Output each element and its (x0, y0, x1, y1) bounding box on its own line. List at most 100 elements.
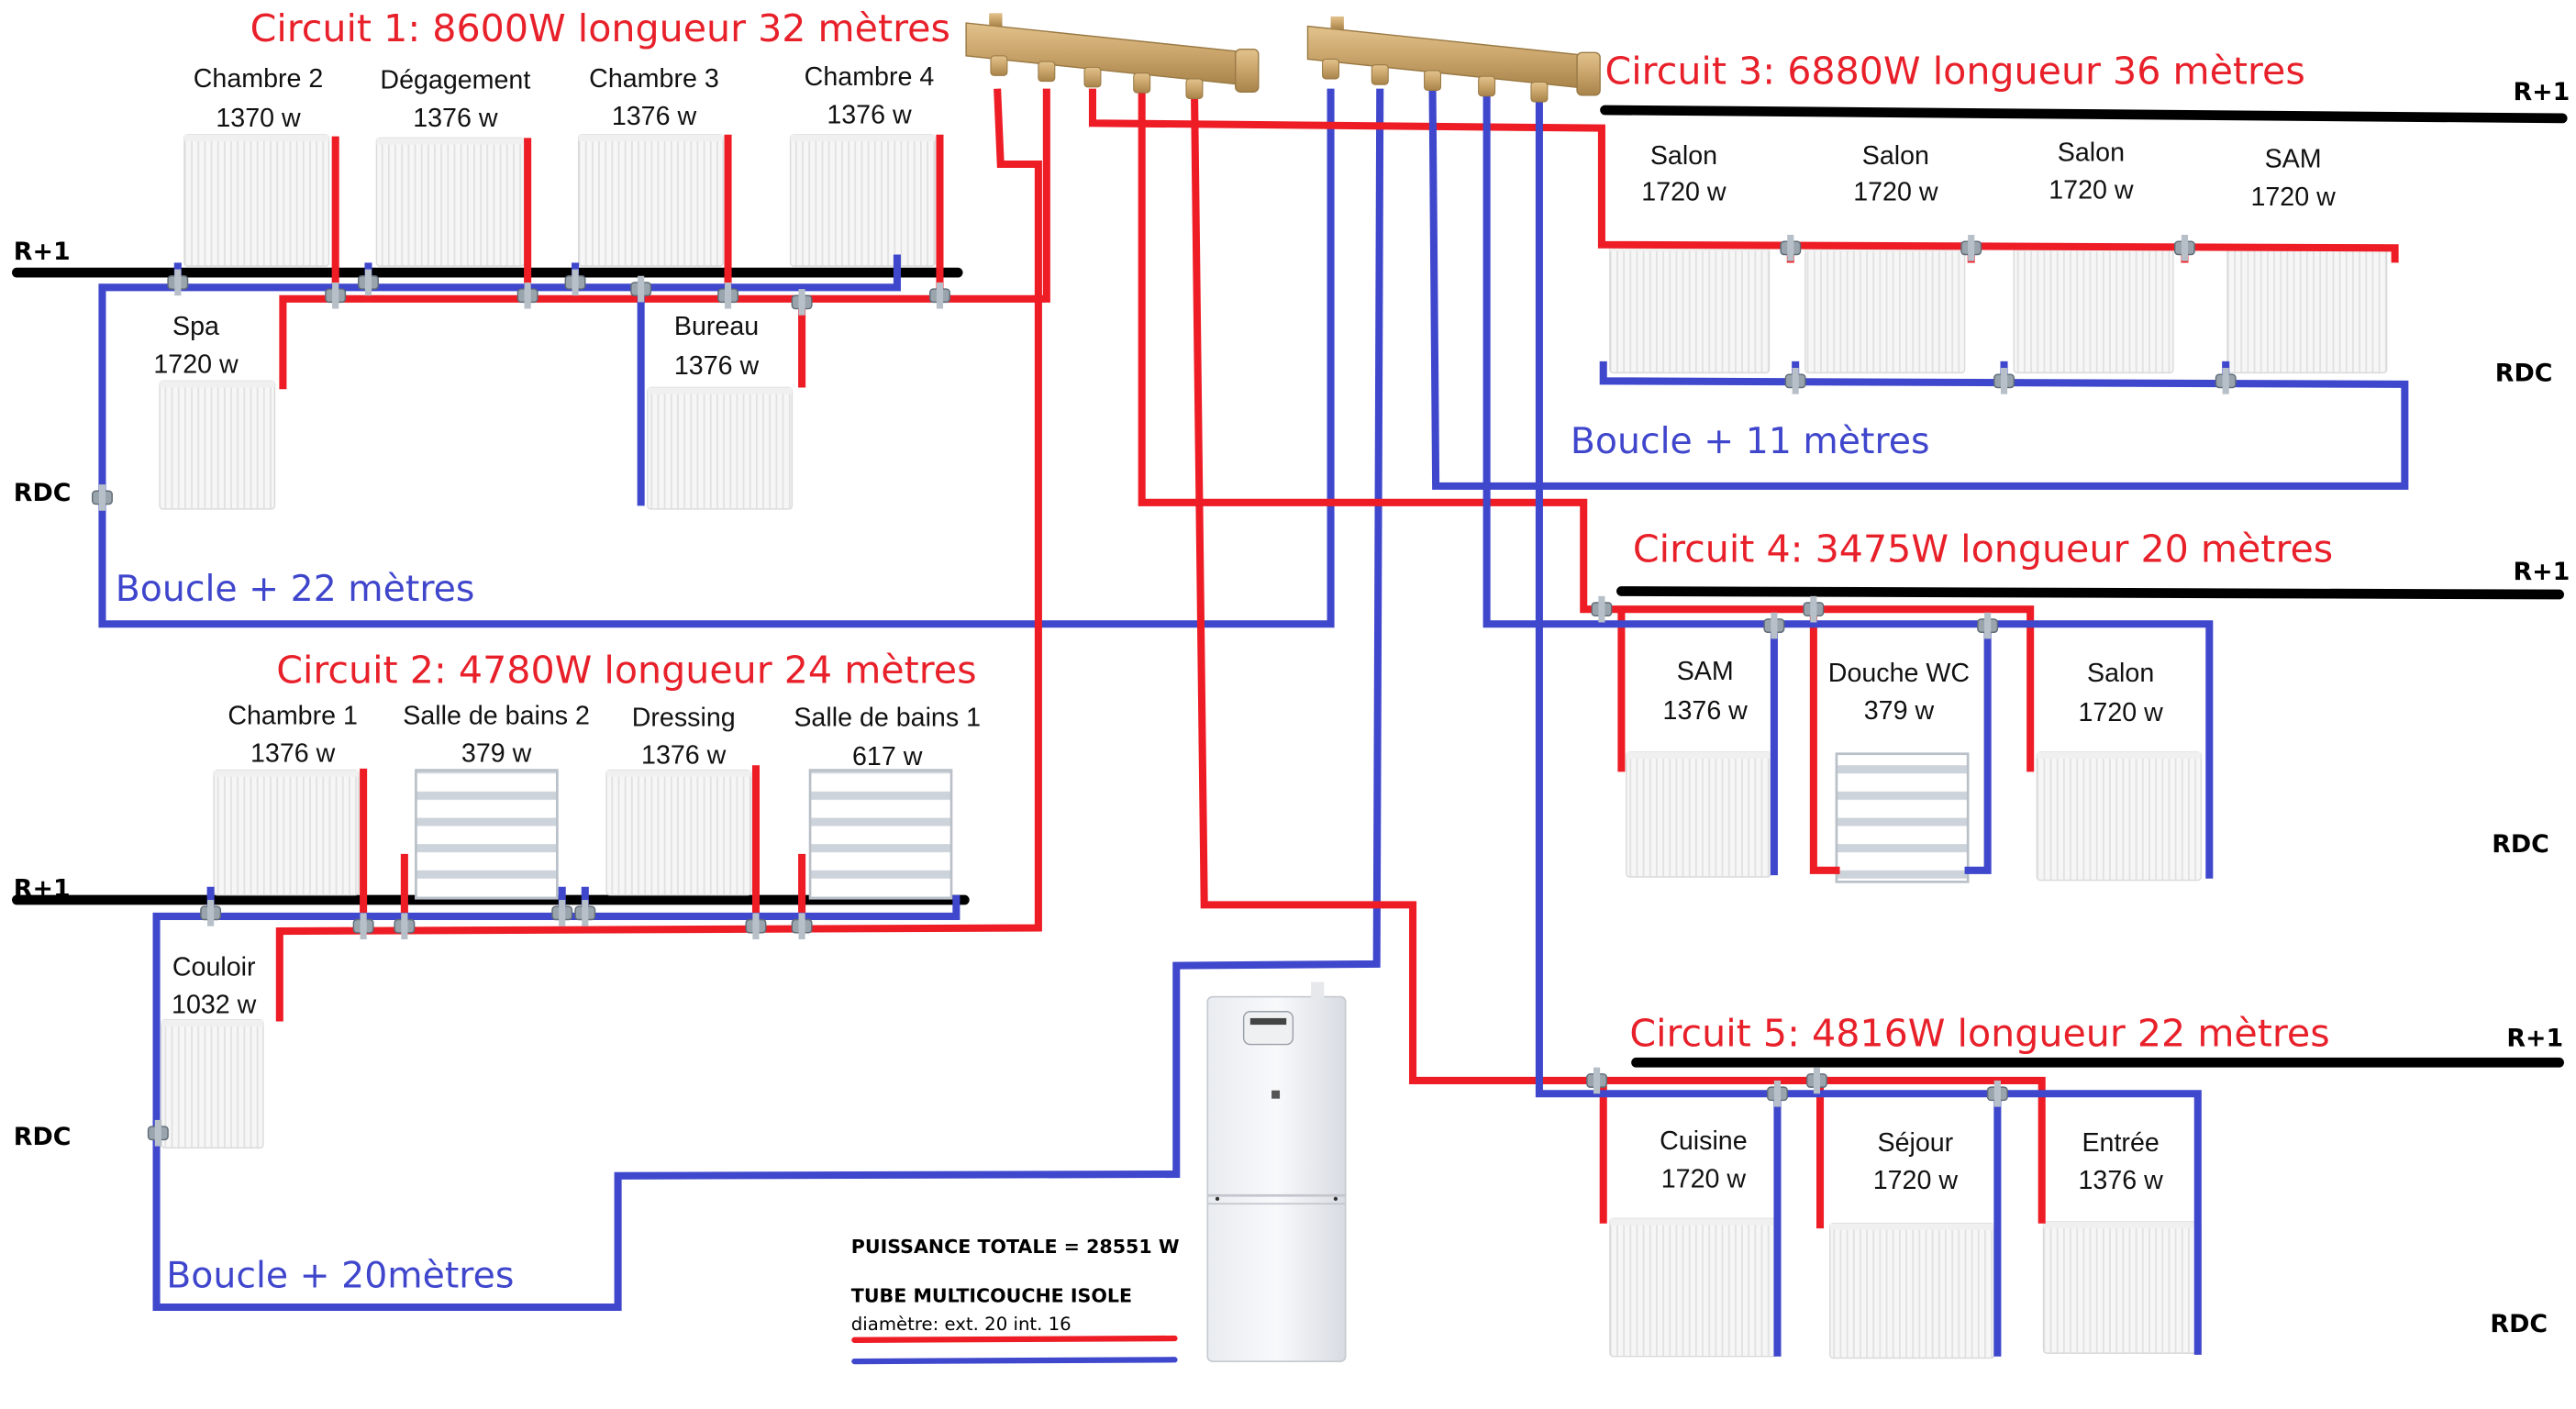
room-power: 379 w (461, 739, 532, 769)
room-power: 1720 w (1641, 177, 1727, 206)
manifold-outlet (1424, 70, 1442, 91)
valve-stem (798, 913, 805, 939)
room-power: 1720 w (2049, 176, 2134, 205)
radiator-top-grill (647, 387, 793, 394)
valve-stem (174, 269, 182, 296)
valve-stem (1984, 612, 1992, 639)
valve-stem (582, 900, 589, 926)
radiator-top-grill (160, 381, 275, 388)
radiator-top-grill (214, 770, 359, 777)
manifold-outlet (1083, 66, 1102, 88)
room-power: 1720 w (1661, 1164, 1747, 1193)
circuit-4-title: Circuit 4: 3475W longueur 20 mètres (1633, 527, 2333, 571)
towel-radiator (1835, 752, 1970, 883)
room-name: Chambre 2 (194, 64, 324, 94)
panel-radiator (159, 380, 276, 510)
level-label-r1: R+1 (2513, 558, 2570, 586)
towel-radiator (808, 769, 953, 900)
room-name: Dressing (632, 703, 736, 732)
panel-radiator (647, 386, 794, 510)
panel-radiator (789, 134, 936, 267)
cold-manifold (1306, 16, 1601, 103)
level-label-r1: R+1 (14, 874, 71, 903)
valve-stem (1598, 595, 1605, 623)
manifold-outlet (1478, 75, 1496, 97)
boiler (1206, 982, 1347, 1362)
valve-stem (752, 913, 760, 939)
valve-stem (2000, 368, 2008, 394)
radiator-top-grill (790, 134, 936, 141)
panel-radiator (213, 769, 360, 896)
level-label-r1: R+1 (2506, 1024, 2563, 1052)
valve-stem (1810, 595, 1817, 623)
radiator-top-grill (606, 770, 751, 777)
circuit-5-title: Circuit 5: 4816W longueur 22 mètres (1629, 1011, 2329, 1055)
circuit-2-title: Circuit 2: 4780W longueur 24 mètres (276, 649, 976, 693)
manifold-outlet (1371, 64, 1389, 85)
room-name: Bureau (674, 312, 759, 341)
valve-stem (154, 1119, 161, 1147)
room-power: 1376 w (827, 100, 912, 129)
valve-stem (364, 269, 372, 296)
level-label-r1: R+1 (2513, 78, 2570, 106)
valve-stem (1773, 1080, 1782, 1107)
supply-pipe (1088, 88, 2399, 263)
room-name: SAM (2265, 145, 2322, 174)
room-power: 1376 w (2078, 1166, 2163, 1195)
valve-stem (2222, 368, 2229, 394)
panel-radiator (605, 769, 752, 896)
room-name: Cuisine (1660, 1126, 1747, 1156)
manifold-outlet (1185, 78, 1204, 99)
panel-radiator (1829, 1222, 1995, 1359)
room-name: Salon (2087, 659, 2154, 688)
valve-stem (98, 484, 106, 511)
panel-radiator (2042, 1221, 2203, 1354)
circuit-1-loop-label: Boucle + 22 mètres (116, 568, 475, 610)
valve-stem (360, 913, 367, 939)
valve-stem (401, 913, 408, 939)
level-label-rdc: RDC (14, 1123, 72, 1151)
level-label-rdc: RDC (2490, 1310, 2548, 1338)
radiator-top-grill (376, 138, 525, 145)
radiator-top-grill (161, 1019, 263, 1026)
valve-stem (936, 282, 944, 309)
room-name: Spa (172, 312, 219, 341)
level-label-r1: R+1 (14, 238, 71, 266)
valve-stem (2181, 235, 2189, 261)
room-power: 379 w (1864, 696, 1935, 726)
radiators (159, 134, 2388, 1359)
supply-pipe (1809, 609, 1840, 874)
legend: PUISSANCE TOTALE = 28551 W TUBE MULTICOU… (851, 1236, 1180, 1365)
supply-pipe (1190, 88, 2046, 1224)
valve-stem (572, 269, 579, 296)
panel-radiator (1609, 1217, 1779, 1358)
legend-hot-pipe (851, 1335, 1178, 1343)
room-name: Couloir (172, 952, 256, 982)
room-name: Chambre 4 (805, 62, 935, 92)
room-name: Séjour (1877, 1128, 1953, 1158)
manifold-outlet (1038, 61, 1056, 83)
floor-line (1616, 586, 2564, 600)
supply-pipe (275, 88, 1042, 1022)
room-name: Salon (1650, 141, 1717, 171)
tube-diameter: diamètre: ext. 20 int. 16 (851, 1314, 1071, 1335)
room-power: 1370 w (216, 104, 301, 133)
level-label-rdc: RDC (14, 479, 72, 507)
room-name: SAM (1677, 657, 1734, 686)
room-name: Salon (2058, 138, 2125, 167)
room-power: 1376 w (612, 102, 697, 131)
return-pipe (98, 88, 1335, 628)
room-name: Salle de bains 1 (794, 703, 981, 732)
room-name: Dégagement (380, 66, 530, 95)
radiator-top-grill (578, 134, 724, 141)
room-name: Chambre 1 (228, 701, 358, 730)
panel-radiator (1609, 244, 1771, 374)
towel-radiator (415, 769, 559, 900)
room-power: 1376 w (413, 104, 498, 133)
radiator-top-grill (1609, 1218, 1778, 1226)
supply-pipe (1138, 88, 2035, 772)
panel-radiator (1626, 751, 1772, 878)
manifold-outlet (990, 55, 1008, 76)
valve-stem (638, 275, 645, 303)
